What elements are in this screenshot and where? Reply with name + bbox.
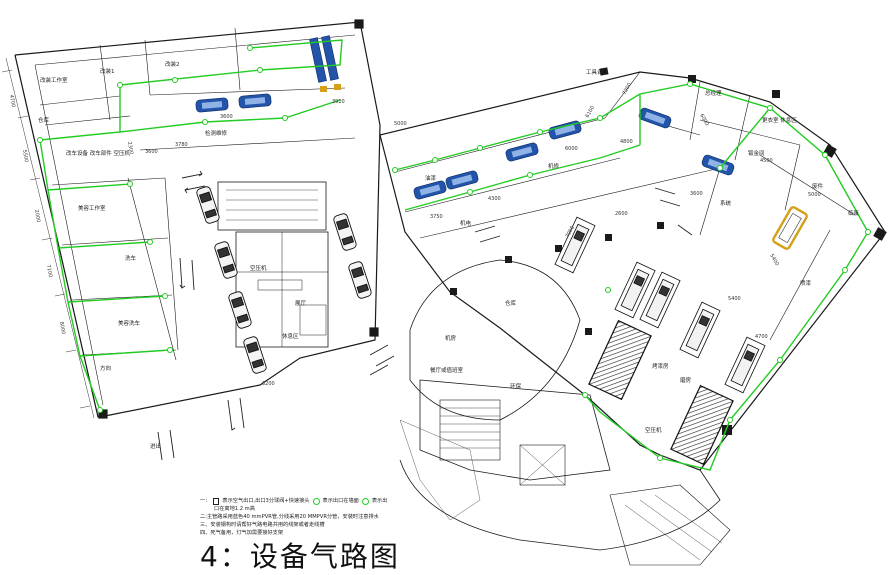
legend: 一： 表示空气出口,出口3分球阀+快速接头 表示出口在墙面 表示出 口在离地1.… [200, 497, 630, 537]
lifts-left-top [195, 35, 341, 113]
room-label: 进出 [150, 442, 161, 450]
dimension-labels: 4700 5500 2000 7100 8000 3780 3600 3600 … [8, 82, 821, 387]
flow-arrows [157, 170, 693, 461]
room-label: 美容工作室 [78, 204, 106, 212]
room-label: 系统 [720, 199, 732, 207]
room-label: 机修 [548, 162, 560, 170]
dim-label: 4700 [755, 334, 768, 340]
room-label: 方向 [100, 364, 111, 372]
legend-text: 四、死气备用，灯气加需要接好支架 [200, 530, 284, 536]
dim-label: 6000 [565, 146, 578, 152]
floor-outlet-icon [361, 497, 369, 505]
room-label: 钣金间 [748, 149, 765, 157]
room-label: 总经理 [705, 89, 722, 97]
room-label: 仓库 [38, 116, 50, 124]
dim-label: 3200 [262, 381, 275, 387]
air-outlets [37, 45, 871, 461]
legend-row-1: 一： 表示空气出口,出口3分球阀+快速接头 表示出口在墙面 表示出 [200, 497, 630, 505]
room-label: 改装1 [100, 67, 115, 75]
room-label: 改装工作室 [40, 76, 68, 84]
dim-label: 7100 [45, 264, 53, 278]
room-label: 油漆 [425, 174, 437, 182]
legend-row-4: 四、死气备用，灯气加需要接好支架 [200, 529, 630, 537]
dim-label: 6000 [698, 113, 710, 127]
stair-bottom [399, 419, 481, 521]
legend-row-3: 三、安装钢构时请帮好气路电路共用的线架或者走线槽 [200, 521, 630, 529]
legend-text: 口在离地1.2 m高 [214, 506, 255, 512]
dim-label: 3780 [175, 142, 188, 148]
dim-label: 7000 [565, 225, 577, 239]
dim-label: 5000 [394, 121, 407, 127]
dim-label: 3750 [430, 214, 443, 220]
room-label: 餐厅或值班室 [430, 366, 464, 374]
dim-label: 5400 [728, 296, 741, 302]
dim-label: 5500 [21, 149, 29, 163]
dim-label: 6100 [585, 105, 597, 119]
legend-text: 三、安装钢构时请帮好气路电路共用的线架或者走线槽 [200, 522, 325, 528]
dim-label: 5000 [808, 192, 821, 198]
dim-label: 2600 [615, 211, 628, 217]
dim-label: 3600 [145, 149, 158, 155]
dim-label: 2300 [126, 141, 134, 155]
pillars-right [450, 67, 887, 435]
dim-label: 8000 [58, 321, 66, 335]
room-label: 更衣室 休息区 [762, 116, 797, 124]
room-label: 休息区 [282, 332, 299, 340]
room-label: 展厅 [295, 300, 307, 307]
left-dimension-chain [1, 57, 95, 419]
drawing-title: 4：设备气路图 [200, 540, 400, 573]
legend-prefix: 一： [200, 498, 211, 504]
wall-outlet-icon [312, 497, 320, 505]
left-building [14, 19, 381, 419]
dim-label: 4800 [620, 139, 633, 145]
dim-label: 4500 [760, 158, 773, 164]
paint-booths [588, 319, 734, 466]
parked-cars-left [196, 186, 372, 374]
dim-label: 3920 [332, 99, 345, 105]
legend-text: 表示出 [371, 498, 388, 504]
right-building [379, 71, 886, 566]
room-labels: 改装工作室 改装1 改装2 仓库 检测维修 改车设备 改车部件 空压机 美容工作… [38, 60, 860, 450]
car-bays-right [554, 216, 766, 394]
legend-text: 表示空气出口,出口3分球阀+快速接头 [222, 498, 310, 504]
room-label: 洗车 [125, 254, 137, 262]
dim-label: 4300 [488, 196, 501, 202]
room-label: 废件 [812, 182, 824, 190]
dim-label: 2000 [33, 209, 41, 223]
legend-row-1b: 口在离地1.2 m高 [200, 505, 630, 513]
room-label: 机房 [445, 334, 457, 342]
air-pipeline [39, 39, 869, 471]
dim-label: 3600 [220, 114, 233, 120]
room-label: 机电 [460, 219, 472, 227]
room-label: 改车设备 改车部件 空压机 [66, 149, 130, 157]
room-label: 仓库 [505, 299, 517, 307]
room-label: 空压机 [645, 426, 662, 434]
outlet-valve-icon [213, 497, 220, 505]
dim-label: 5400 [768, 253, 780, 267]
room-label: 磨房 [680, 376, 692, 384]
room-label: 喷漆 [800, 279, 812, 287]
lifts-right [413, 107, 808, 250]
legend-text: 二:主管路采用蓝色40 mmPVR管,分线采用20 MMPVR分管，安装时注意排… [200, 514, 379, 520]
room-label: 临废 [848, 209, 860, 217]
room-label: 环保 [510, 382, 522, 390]
dim-label: 4700 [8, 94, 16, 108]
room-label: 烤漆房 [652, 362, 669, 370]
dim-label: 7200 [622, 82, 634, 96]
legend-row-2: 二:主管路采用蓝色40 mmPVR管,分线采用20 MMPVR分管，安装时注意排… [200, 513, 630, 521]
room-label: 改装2 [165, 60, 180, 68]
dim-label: 3600 [690, 191, 703, 197]
room-label: 美容洗车 [118, 319, 141, 327]
legend-text: 表示出口在墙面 [322, 498, 359, 504]
room-label: 工具台 [586, 68, 603, 76]
room-label: 检测维修 [205, 129, 228, 137]
room-label: 空压机 [250, 264, 267, 272]
